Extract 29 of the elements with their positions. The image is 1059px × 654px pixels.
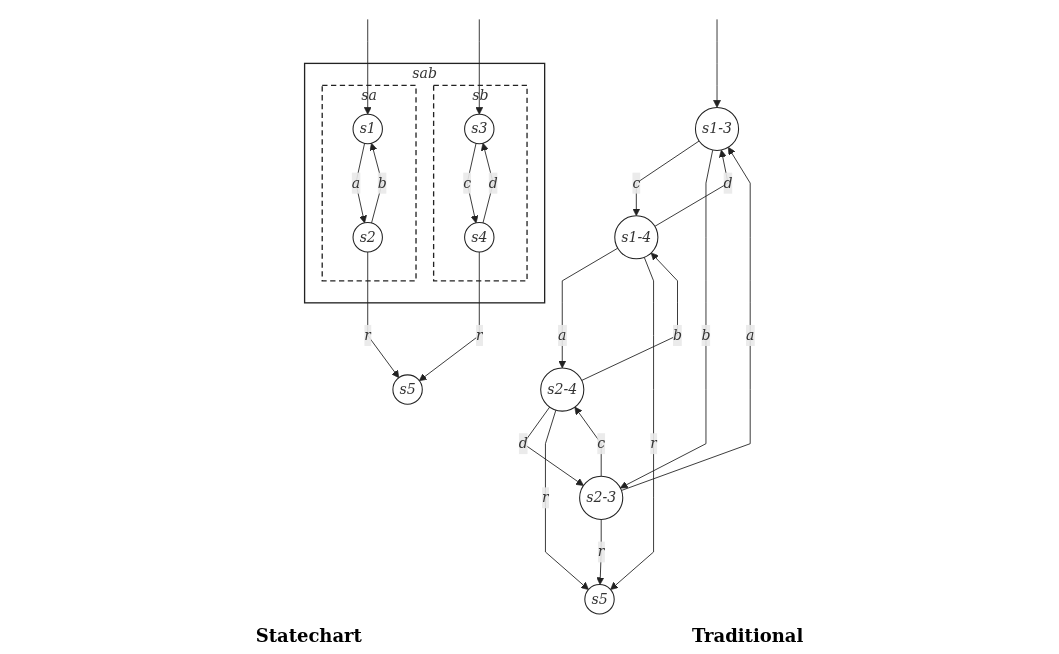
- node-circle: s1: [352, 113, 383, 145]
- edge-label: a: [746, 326, 755, 344]
- node-circle: s2-3: [579, 475, 624, 520]
- edge-label: b: [673, 326, 683, 344]
- node-circle: s3: [464, 113, 495, 145]
- node-circle: s5: [584, 584, 615, 615]
- edge-label: c: [597, 434, 606, 452]
- edge-label: c: [463, 174, 472, 192]
- edge-label: r: [364, 326, 372, 344]
- edge-label: b: [701, 326, 711, 344]
- diagram-caption: Statechart: [255, 625, 362, 646]
- node-circle: s2-4: [540, 367, 585, 412]
- node-circle: s4: [464, 222, 495, 253]
- edge-label: a: [351, 174, 361, 192]
- edge-label: d: [518, 434, 528, 452]
- node-circle: s1-3: [694, 106, 740, 152]
- node-circle: s2: [352, 222, 383, 253]
- edge-label: d: [488, 174, 498, 192]
- edge-label: r: [542, 489, 549, 506]
- diagram-caption: Traditional: [691, 625, 804, 646]
- node-circle: s5: [392, 374, 423, 405]
- edge-label: c: [632, 174, 641, 192]
- node-circle: s1-4: [614, 215, 659, 260]
- edge-label: r: [475, 326, 483, 344]
- edge-label: a: [558, 326, 567, 344]
- edge-label: b: [377, 174, 387, 192]
- edge-label: r: [650, 434, 657, 452]
- edge-label: d: [723, 174, 733, 192]
- edge-label: r: [597, 543, 605, 560]
